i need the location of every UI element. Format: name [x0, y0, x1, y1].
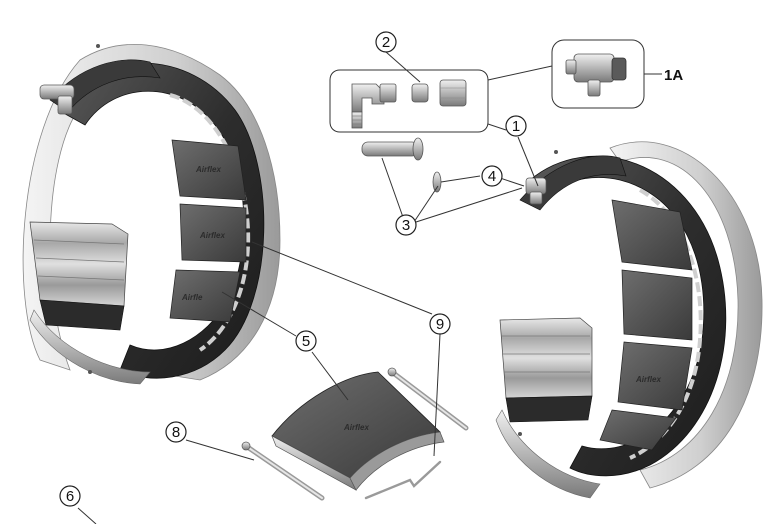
shoe-brand-text: Airflex [199, 231, 225, 240]
svg-text:1: 1 [512, 118, 520, 135]
right-bolt-hole [554, 150, 558, 154]
leader-9b [433, 333, 441, 457]
left-friction-shoe-2: Airflex [179, 203, 247, 263]
torque-bar-item-8 [241, 441, 325, 501]
left-air-fitting [39, 84, 75, 115]
spring-clip-item-9b [364, 460, 442, 500]
shoe-brand-text: Airfle [181, 293, 203, 302]
svg-text:5: 5 [302, 333, 310, 350]
leader-2 [385, 51, 421, 83]
callout-6: 6 [59, 485, 81, 507]
right-cutaway-section [495, 317, 601, 499]
compression-nut [439, 79, 467, 107]
svg-text:3: 3 [402, 217, 410, 234]
right-friction-shoe-2 [621, 269, 693, 341]
torque-bar-item-9a [387, 367, 469, 431]
right-bolt-hole [518, 432, 522, 436]
leader-lines [77, 51, 539, 524]
leader-3a [381, 157, 405, 221]
right-top-wrap [519, 155, 627, 211]
left-top-wrap [49, 59, 161, 113]
callout-8: 8 [165, 421, 187, 443]
ferrule-sleeve [411, 83, 429, 103]
right-clutch-element: Airflex [495, 141, 763, 499]
callout-9: 9 [429, 313, 451, 335]
svg-text:9: 9 [436, 316, 444, 333]
callout-4: 4 [481, 165, 503, 187]
callout-3: 3 [395, 214, 417, 236]
left-clutch-element: Airflex Airflex Airfle [22, 44, 281, 385]
leader-1-box [487, 123, 507, 131]
leader-3b [413, 185, 439, 223]
right-flange-rim [609, 141, 763, 489]
left-cutaway-section [29, 221, 151, 385]
fitting-detail-box [329, 69, 489, 133]
svg-text:4: 4 [488, 168, 496, 185]
loose-friction-shoe: Airflex [271, 371, 445, 491]
right-friction-shoe-3: Airflex [617, 341, 693, 411]
detail-1a-box: 1A [551, 39, 683, 109]
right-friction-shoe-4 [599, 409, 677, 451]
washer-item-4 [432, 171, 481, 193]
svg-text:8: 8 [172, 424, 180, 441]
right-friction-shoe-1 [611, 199, 693, 271]
left-friction-shoe-1: Airflex [171, 139, 247, 201]
elbow-fitting [351, 83, 397, 129]
left-inner-band [169, 93, 251, 352]
leader-5a [221, 291, 297, 337]
leader-8 [185, 439, 255, 461]
left-bolt-hole [96, 44, 100, 48]
svg-text:2: 2 [382, 34, 390, 51]
left-friction-shoe-3: Airfle [169, 269, 241, 323]
left-bolt-hole [88, 370, 92, 374]
leader-6 [77, 507, 97, 524]
shoe-brand-text: Airflex [343, 423, 369, 432]
callout-2: 2 [375, 31, 397, 53]
callout-5: 5 [295, 330, 317, 352]
svg-text:6: 6 [66, 488, 74, 505]
label-1a: 1A [664, 67, 683, 84]
callout-1: 1 [505, 115, 527, 137]
leader-detail-to-1a [487, 65, 553, 81]
leader-3c [415, 187, 523, 223]
leader-5b [311, 351, 349, 401]
quick-release-valve [565, 53, 627, 97]
shoe-brand-text: Airflex [195, 165, 221, 174]
leader-1-fitting [517, 136, 539, 187]
right-air-fitting [525, 177, 547, 205]
shoe-brand-text: Airflex [635, 375, 661, 384]
release-valve-spud [361, 137, 424, 161]
leader-9a [251, 241, 433, 315]
